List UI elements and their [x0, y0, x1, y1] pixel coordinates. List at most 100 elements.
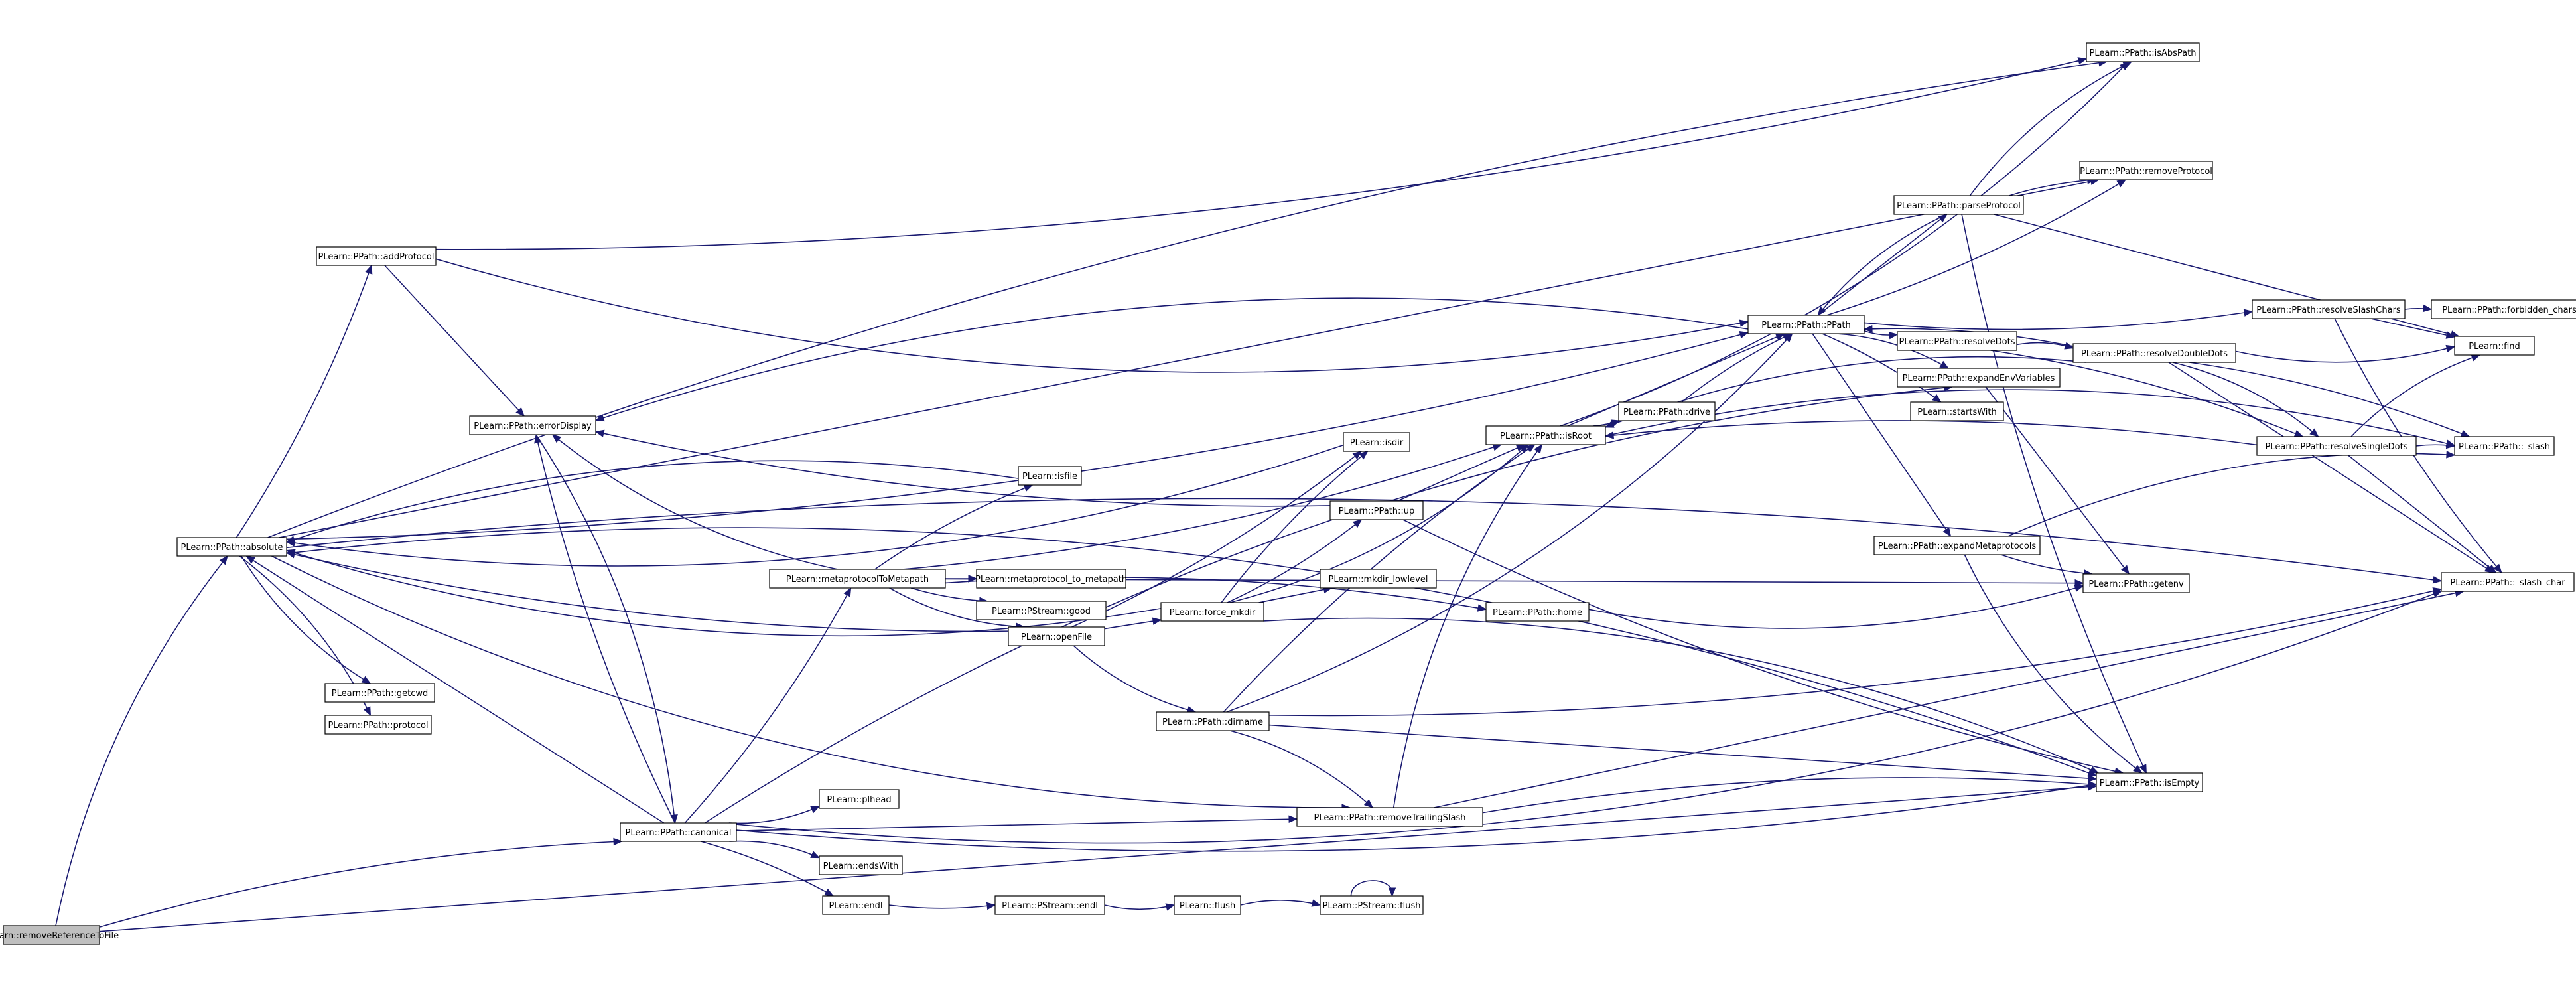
node-openFile[interactable]: PLearn::openFile: [1008, 626, 1105, 646]
arrowhead-icon: [285, 539, 296, 547]
edge-line: [2189, 362, 2470, 437]
arrowhead-icon: [1739, 319, 1749, 327]
node-mkdir_lowlevel[interactable]: PLearn::mkdir_lowlevel: [1320, 569, 1437, 589]
node-absolute[interactable]: PLearn::PPath::absolute: [176, 537, 287, 557]
edge-expandMetaprotocols-to-isEmpty: [1964, 554, 2143, 774]
node-box: [1160, 602, 1264, 622]
node-isRoot[interactable]: PLearn::PPath::isRoot: [1485, 425, 1606, 445]
node-removeReferenceToFile[interactable]: PLearn::removeReferenceToFile: [0, 925, 119, 945]
node-addProtocol[interactable]: PLearn::PPath::addProtocol: [316, 246, 437, 266]
edge-addProtocol-to-errorDisplay: [384, 265, 525, 417]
node-isdir[interactable]: PLearn::isdir: [1343, 432, 1410, 452]
node-isAbsPath[interactable]: PLearn::PPath::isAbsPath: [2086, 42, 2200, 62]
arrowhead-icon: [2243, 309, 2254, 317]
arrowhead-icon: [1152, 617, 1162, 625]
arrowhead-icon: [594, 414, 605, 422]
node-label: PLearn::find: [2469, 342, 2520, 352]
node-home[interactable]: PLearn::PPath::home: [1485, 602, 1590, 622]
node-force_mkdir[interactable]: PLearn::force_mkdir: [1160, 602, 1264, 622]
node-dirname[interactable]: PLearn::PPath::dirname: [1156, 711, 1270, 731]
node-forbidden_chars[interactable]: PLearn::PPath::forbidden_chars: [2431, 299, 2576, 319]
edge-metaprotocolToMetapath-to-isfile: [874, 484, 1034, 570]
arrowhead-icon: [986, 902, 996, 910]
node-label: PLearn::mkdir_lowlevel: [1329, 575, 1428, 585]
edge-line: [552, 434, 838, 570]
node-label: PLearn::PPath::up: [1339, 506, 1415, 516]
node-getcwd[interactable]: PLearn::PPath::getcwd: [324, 683, 435, 703]
node-resolveSingleDots[interactable]: PLearn::PPath::resolveSingleDots: [2256, 436, 2417, 456]
node-canonical[interactable]: PLearn::PPath::canonical: [620, 822, 737, 842]
node-box: [1893, 195, 2024, 215]
node-label: PLearn::isfile: [1022, 472, 1077, 482]
arrowhead-icon: [1863, 324, 1873, 333]
node-label: PLearn::openFile: [1021, 632, 1092, 642]
node-protocol[interactable]: PLearn::PPath::protocol: [324, 715, 432, 735]
node-label: PLearn::PPath::resolveDots: [1899, 337, 2015, 347]
node-pathead[interactable]: PLearn::plhead: [819, 789, 900, 809]
edge-canonical-to-metaprotocolToMetapath: [684, 587, 852, 824]
node-removeProtocol[interactable]: PLearn::PPath::removeProtocol: [2079, 161, 2213, 180]
node-box: [2082, 573, 2190, 593]
node-resolveDots[interactable]: PLearn::PPath::resolveDots: [1897, 331, 2017, 351]
node-endl[interactable]: PLearn::endl: [822, 895, 890, 915]
edge-line: [2007, 453, 2455, 537]
node-find[interactable]: PLearn::find: [2454, 336, 2535, 356]
node-resolveDoubleDots[interactable]: PLearn::PPath::resolveDoubleDots: [2072, 343, 2236, 363]
node-box: [2256, 436, 2417, 456]
node-box: [1296, 807, 1483, 827]
node-errorDisplay[interactable]: PLearn::PPath::errorDisplay: [469, 415, 596, 435]
node-pstream_endl[interactable]: PLearn::PStream::endl: [994, 895, 1105, 915]
edge-line: [701, 841, 834, 897]
node-slash[interactable]: PLearn::PPath::_slash: [2454, 436, 2555, 456]
arrowhead-icon: [2493, 563, 2502, 573]
edge-line: [1263, 617, 2099, 774]
edge-PPath-to-expandMetaprotocols: [1812, 333, 1952, 538]
node-box: [1485, 602, 1590, 622]
node-expandEnvVariables[interactable]: PLearn::PPath::expandEnvVariables: [1897, 368, 2061, 388]
arrowhead-icon: [1352, 451, 1362, 460]
edge-line: [1826, 179, 2126, 316]
node-metaprotocolToMetapath[interactable]: PLearn::metaprotocolToMetapath: [769, 569, 946, 589]
edge-line: [279, 179, 2099, 538]
node-getenv[interactable]: PLearn::PPath::getenv: [2082, 573, 2190, 593]
node-flush[interactable]: PLearn::flush: [1174, 895, 1241, 915]
node-drive[interactable]: PLearn::PPath::drive: [1618, 401, 1716, 421]
edge-metaprotocolToMetapath-to-errorDisplay: [551, 434, 838, 570]
edge-line: [888, 904, 996, 909]
edge-resolveSingleDots-to-isRoot: [1604, 420, 2258, 446]
node-isEmpty[interactable]: PLearn::PPath::isEmpty: [2096, 772, 2203, 792]
edge-line: [286, 552, 1009, 632]
node-label: PLearn::force_mkdir: [1170, 608, 1256, 618]
node-good[interactable]: PLearn::PStream::good: [976, 601, 1107, 620]
edge-line: [1961, 214, 2147, 774]
node-slash_char[interactable]: PLearn::PPath::_slash_char: [2441, 572, 2575, 592]
node-up[interactable]: PLearn::PPath::up: [1329, 500, 1424, 520]
edge-line: [99, 786, 2097, 932]
node-label: PLearn::PPath::forbidden_chars: [2442, 305, 2576, 315]
node-box: [1897, 368, 2061, 388]
arrowhead-icon: [1888, 331, 1899, 340]
node-expandMetaprotocols[interactable]: PLearn::PPath::expandMetaprotocols: [1873, 536, 2041, 555]
edge-line: [705, 386, 1952, 824]
node-parseProtocol[interactable]: PLearn::PPath::parseProtocol: [1893, 195, 2024, 215]
node-isfile[interactable]: PLearn::isfile: [1018, 466, 1082, 486]
node-endsWith[interactable]: PLearn::endsWith: [819, 855, 903, 875]
edge-line: [286, 498, 2442, 582]
node-startsWith[interactable]: PLearn::startsWith: [1910, 401, 2004, 421]
edge-absolute-to-removeProtocol: [279, 177, 2100, 538]
edge-drive-to-PPath: [1681, 333, 1793, 403]
node-label: PLearn::PPath::PPath: [1761, 321, 1851, 330]
node-metaprotocol_to_metapath[interactable]: PLearn::metaprotocol_to_metapath: [975, 569, 1127, 589]
node-pstream_flush[interactable]: PLearn::PStream::flush: [1320, 895, 1424, 915]
node-box: [2454, 436, 2555, 456]
edge-line: [271, 555, 1350, 808]
node-PPath[interactable]: PLearn::PPath::PPath: [1747, 315, 1865, 334]
edge-line: [2172, 362, 2319, 437]
node-resolveSlashChars[interactable]: PLearn::PPath::resolveSlashChars: [2252, 299, 2406, 319]
node-box: [1320, 895, 1424, 915]
node-label: PLearn::PPath::removeProtocol: [2080, 167, 2212, 177]
node-label: PLearn::PPath::isRoot: [1500, 431, 1592, 441]
node-box: [976, 569, 1126, 589]
node-removeTrailingSlash[interactable]: PLearn::PPath::removeTrailingSlash: [1296, 807, 1483, 827]
